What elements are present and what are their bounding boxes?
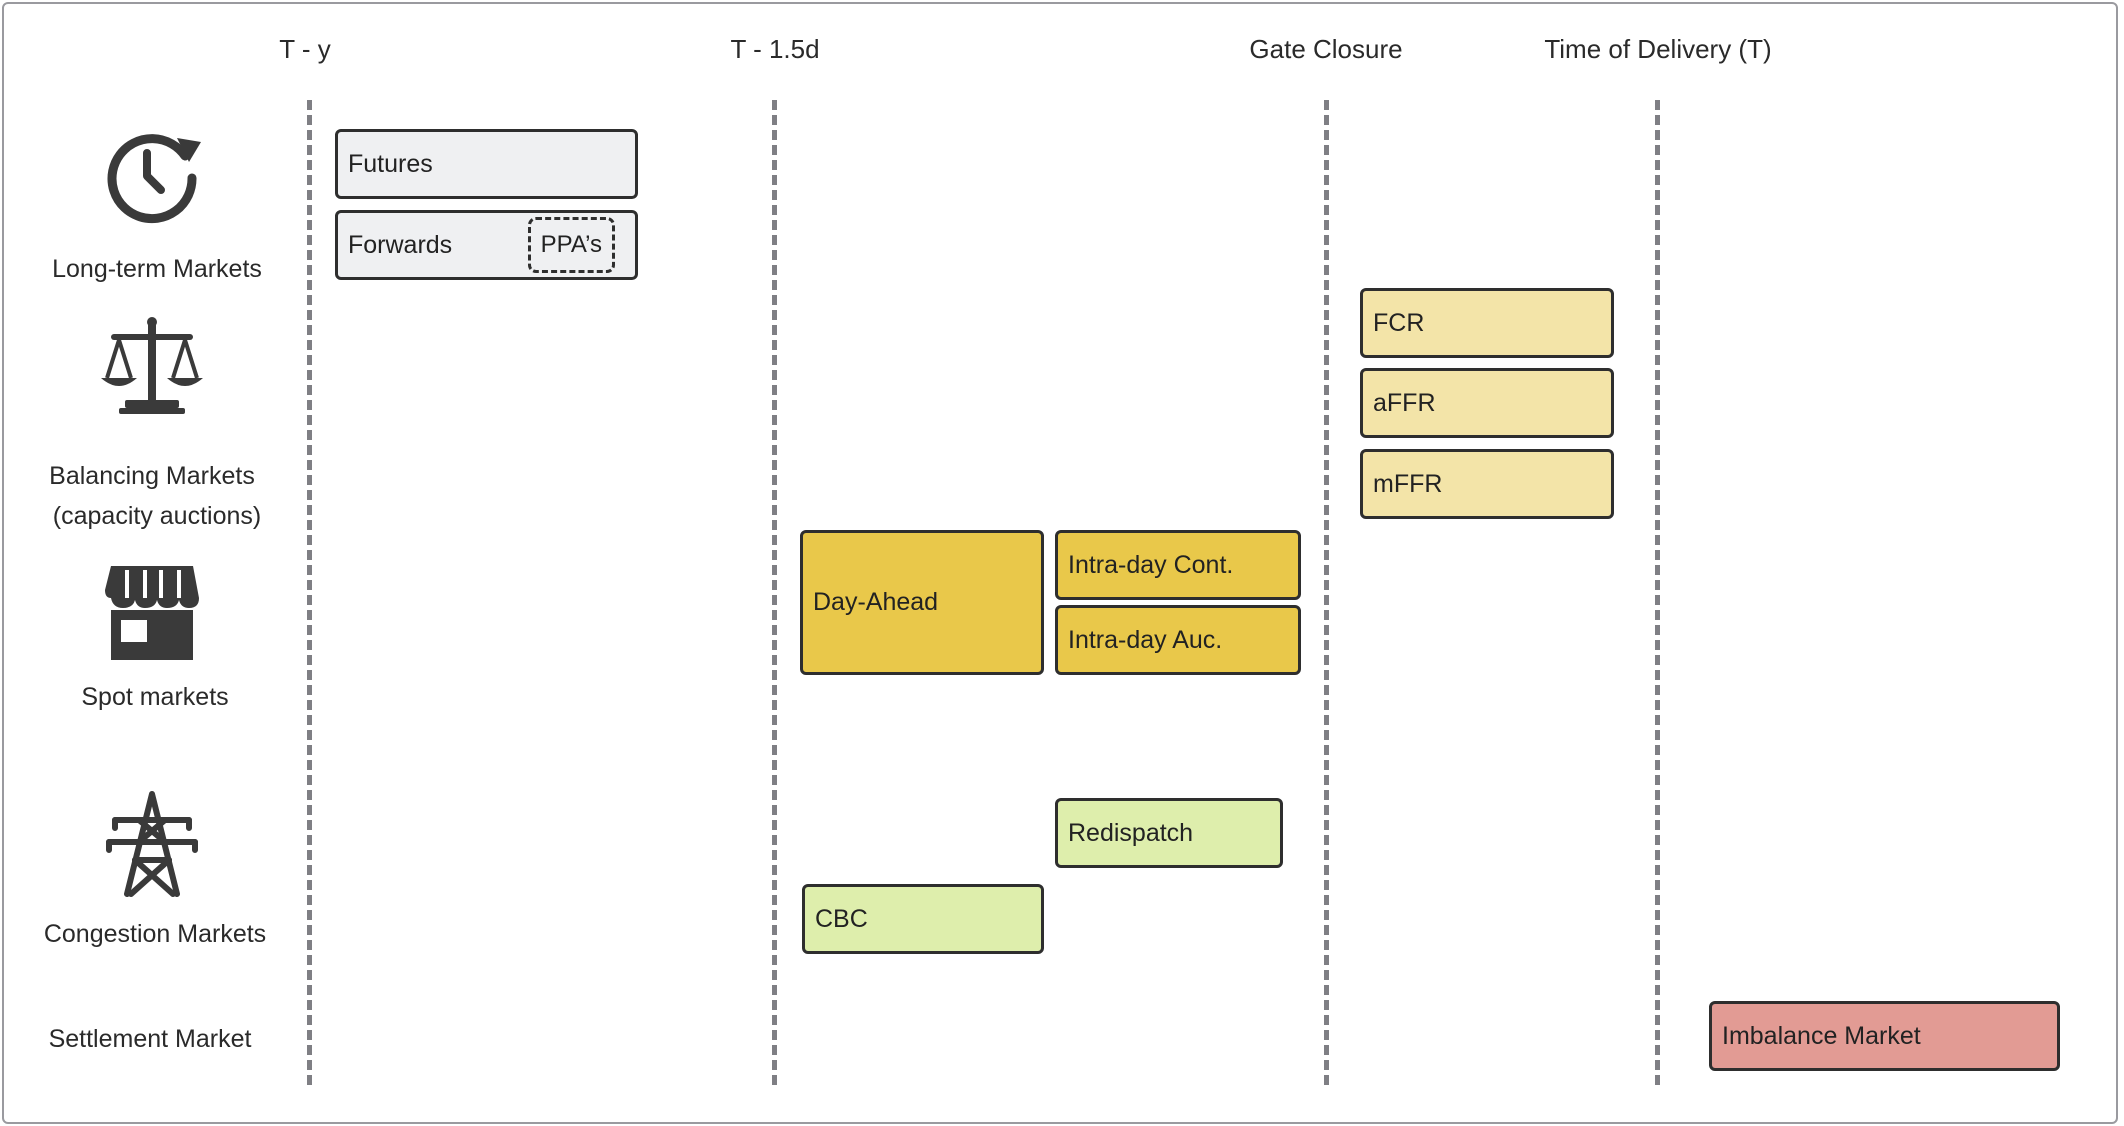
cbc-box: CBC	[802, 884, 1044, 954]
category-label-balancing-markets-subtitle: (capacity auctions)	[52, 502, 262, 530]
storefront-icon	[97, 558, 207, 668]
forwards-label: Forwards	[348, 230, 453, 259]
redispatch-label: Redispatch	[1068, 818, 1194, 847]
scales-icon	[97, 312, 207, 422]
cbc-label: CBC	[815, 904, 868, 933]
fcr-label: FCR	[1373, 308, 1425, 337]
redispatch-box: Redispatch	[1055, 798, 1283, 868]
imbalance-market-box: Imbalance Market	[1709, 1001, 2060, 1071]
affr-label: aFFR	[1373, 388, 1436, 417]
column-header-gate-closure: Gate Closure	[1249, 34, 1403, 64]
timeline-divider-gate-closure	[1324, 100, 1329, 1085]
mffr-label: mFFR	[1373, 469, 1443, 498]
intraday-auc-box: Intra-day Auc.	[1055, 605, 1301, 675]
column-header-t-1-5d: T - 1.5d	[730, 34, 820, 64]
category-label-balancing-markets: Balancing Markets	[49, 462, 255, 490]
ppas-box: PPA’s	[527, 217, 615, 273]
timeline-divider-t-1-5d	[772, 100, 777, 1085]
clock-refresh-icon	[97, 118, 207, 228]
category-label-spot-markets: Spot markets	[81, 683, 229, 711]
mffr-box: mFFR	[1360, 449, 1614, 519]
futures-label: Futures	[348, 149, 433, 178]
affr-box: aFFR	[1360, 368, 1614, 438]
intraday-cont-box: Intra-day Cont.	[1055, 530, 1301, 600]
column-header-t-y: T - y	[279, 34, 331, 64]
category-label-settlement-market: Settlement Market	[48, 1025, 252, 1053]
category-label-congestion-markets: Congestion Markets	[43, 920, 267, 948]
forwards-box: Forwards PPA’s	[335, 210, 638, 280]
intraday-cont-label: Intra-day Cont.	[1068, 550, 1234, 579]
day-ahead-box: Day-Ahead	[800, 530, 1044, 675]
intraday-auc-label: Intra-day Auc.	[1068, 625, 1223, 654]
ppas-label: PPA’s	[540, 231, 602, 258]
fcr-box: FCR	[1360, 288, 1614, 358]
column-header-time-of-delivery: Time of Delivery (T)	[1544, 34, 1772, 64]
day-ahead-label: Day-Ahead	[813, 588, 939, 616]
timeline-divider-time-of-delivery	[1655, 100, 1660, 1085]
futures-box: Futures	[335, 129, 638, 199]
timeline-divider-t-y	[307, 100, 312, 1085]
category-label-long-term-markets: Long-term Markets	[52, 255, 262, 283]
imbalance-market-label: Imbalance Market	[1722, 1021, 1921, 1050]
power-pylon-icon	[97, 790, 207, 900]
